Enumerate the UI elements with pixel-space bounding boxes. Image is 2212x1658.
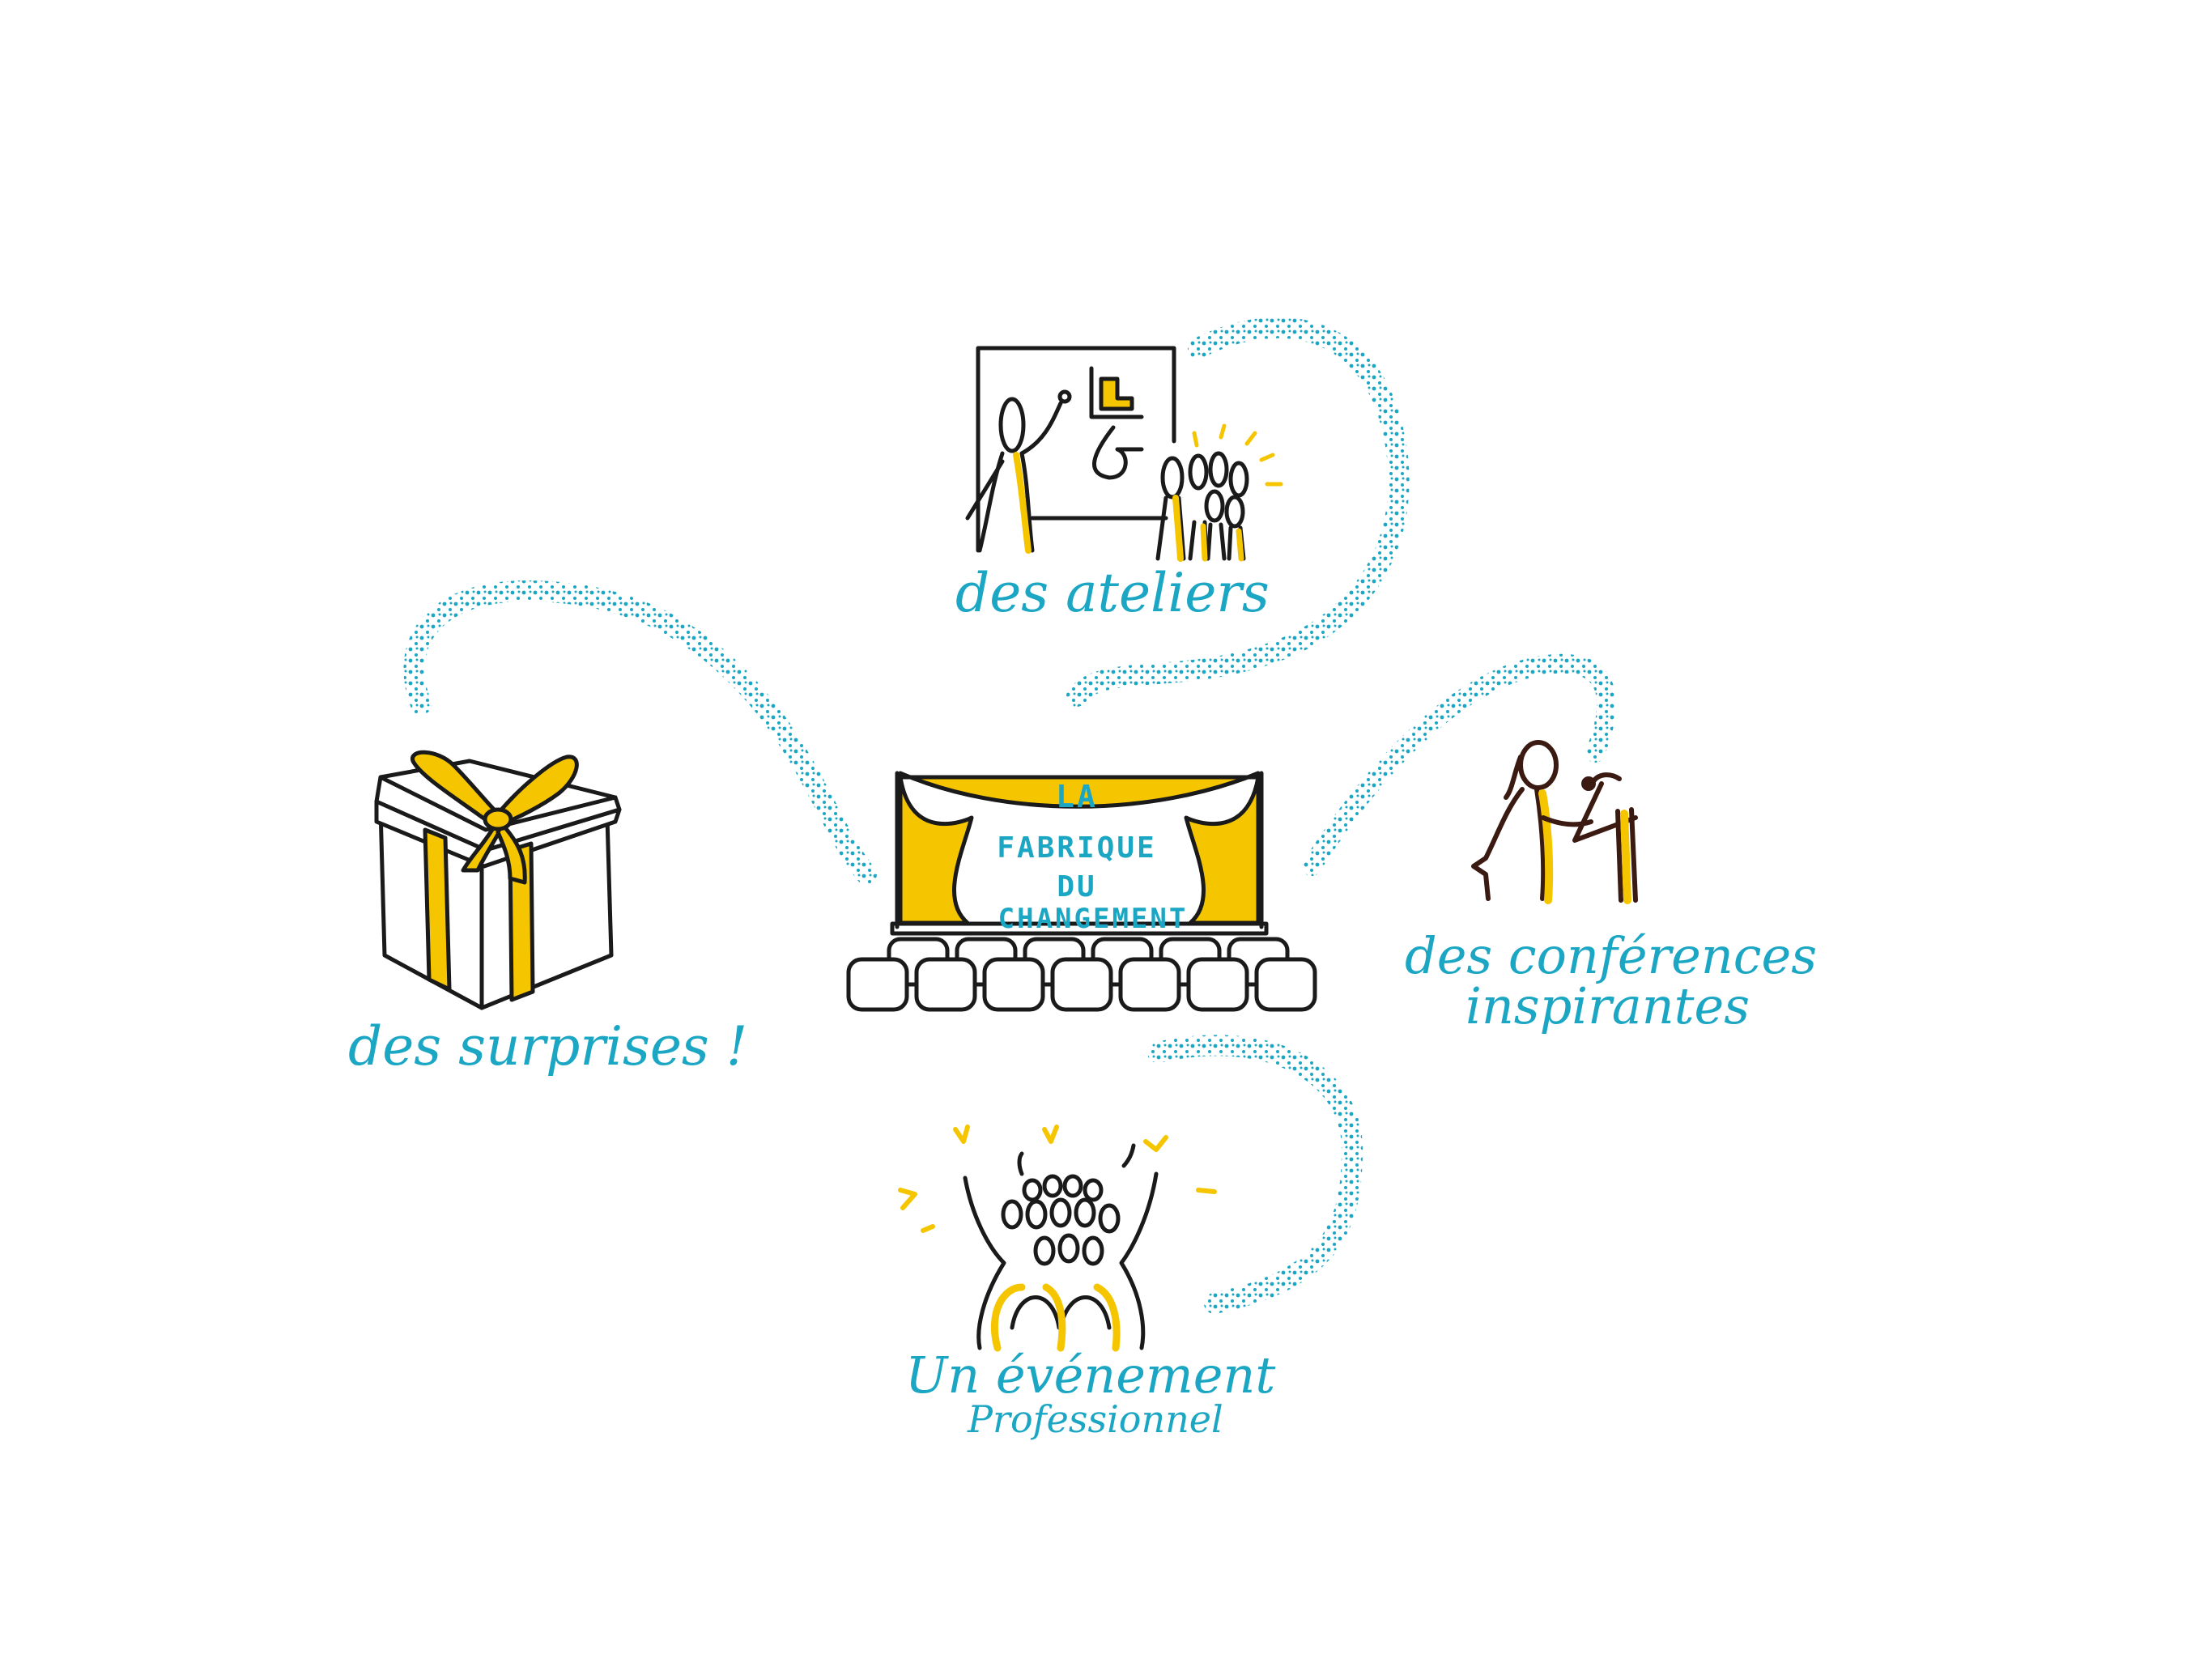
label-evenement-line1: Un événement xyxy=(905,1346,1276,1405)
cheering-crowd-icon xyxy=(898,1124,1217,1352)
trail-top xyxy=(1066,317,1410,707)
label-evenement-line2: Professionnel xyxy=(968,1397,1223,1441)
label-conferences-line2: inspirantes xyxy=(1465,976,1750,1035)
workshop-board-icon xyxy=(965,346,1283,562)
stage-title-line2: FABRIQUE xyxy=(997,831,1157,865)
sparkle-trails xyxy=(403,317,1617,1314)
trail-right xyxy=(1302,653,1617,876)
trail-left xyxy=(403,580,877,885)
stage-title-line3: DU xyxy=(1057,870,1097,903)
label-conferences-line1: des conférences xyxy=(1405,926,1818,985)
seats-front-row xyxy=(846,957,1317,1012)
gift-box-icon xyxy=(374,750,622,1010)
stage-title-line1: LA xyxy=(1056,779,1098,814)
theater-stage-icon xyxy=(846,771,1317,1012)
cheer-rays xyxy=(898,1124,1217,1233)
trail-bottom xyxy=(1147,1035,1363,1314)
audience xyxy=(1155,451,1249,562)
sparkle-lines xyxy=(1192,423,1283,487)
label-ateliers: des ateliers xyxy=(955,562,1270,624)
speaker-podium-icon xyxy=(1471,740,1638,904)
stage-title-line4: CHANGEMENT xyxy=(998,903,1189,935)
label-surprises: des surprises ! xyxy=(348,1015,748,1078)
crowd-heads xyxy=(1001,1143,1136,1266)
